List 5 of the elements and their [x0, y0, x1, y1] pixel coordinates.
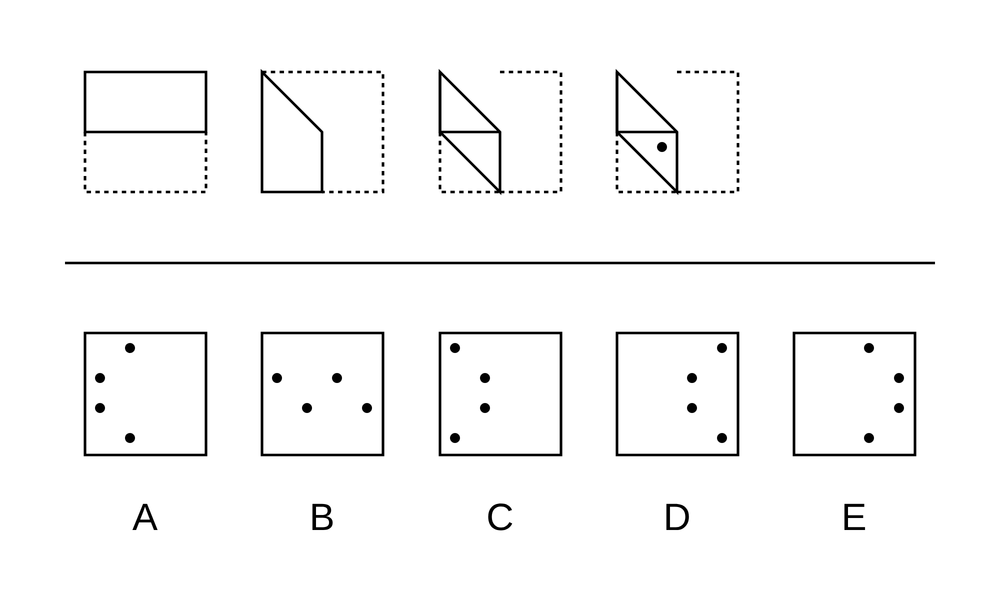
- option-letter: E: [844, 504, 866, 530]
- option-letter: A: [132, 504, 158, 530]
- option-letter: D: [666, 504, 689, 530]
- option-letter: B: [312, 504, 333, 530]
- option-letter: C: [488, 504, 512, 530]
